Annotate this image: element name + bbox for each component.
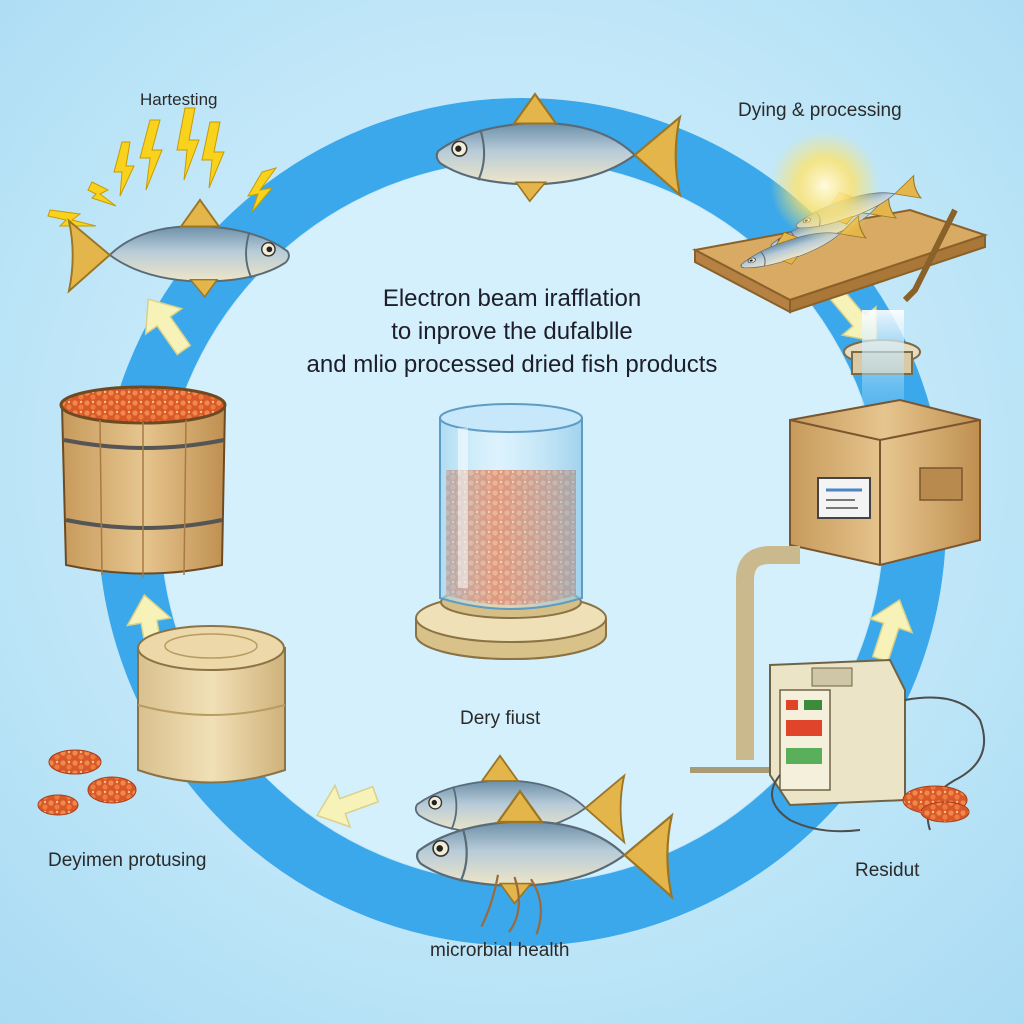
roe-clusters-left [37,749,137,816]
residue-pellets [902,785,970,823]
glass-jar [415,403,607,660]
irradiator-machine [789,310,981,567]
title-line-1: Electron beam irafflation [382,285,642,312]
roe-barrel [59,385,227,578]
label-microbial: microrbial health [430,940,570,961]
label-harvesting: Hartesting [140,90,218,109]
title-line-2: to inprove the dufalblle [391,318,633,345]
cycle-arrow-left [316,783,380,829]
drying-rack [691,131,989,314]
title-line-3: and mlio processed dried fish products [306,351,718,378]
label-residue: Residut [855,860,920,881]
lightning-icon [47,107,278,227]
cycle-arrow-up-left [144,298,192,356]
label-drying: Dying & processing [738,100,902,121]
fish-bottom-lower [415,790,673,935]
power-unit [690,546,985,833]
cycle-arrow-up-right [868,598,914,663]
label-center: Dery fiust [460,708,541,729]
sealed-drum [137,625,286,784]
label-deyimen: Deyimen protusing [48,850,207,871]
